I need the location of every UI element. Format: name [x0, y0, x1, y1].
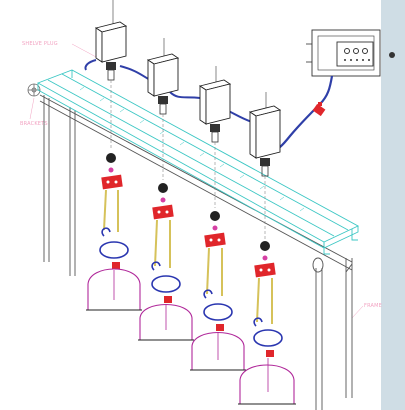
regulator-unit: [86, 0, 142, 311]
manifold-rail: [36, 69, 359, 255]
cable-connector: [312, 102, 326, 117]
rail-hatching: [79, 86, 305, 212]
leader-brackets: [29, 97, 35, 120]
control-terminals: [344, 59, 370, 61]
side-panel: [381, 0, 405, 410]
regulator-unit: [138, 38, 194, 341]
leader-shelve-plug: [71, 43, 99, 59]
regulator-unit: [190, 66, 246, 371]
label-frame: FRAME: [364, 303, 382, 309]
label-brackets: BRACKETS: [20, 121, 48, 127]
support-frame: [39, 94, 353, 410]
control-box: [306, 29, 395, 77]
label-shelve-plug: SHELVE PLUG: [22, 41, 58, 47]
leader-frame: [351, 305, 364, 319]
control-indicators: [344, 48, 368, 54]
regulator-unit: [238, 92, 296, 405]
